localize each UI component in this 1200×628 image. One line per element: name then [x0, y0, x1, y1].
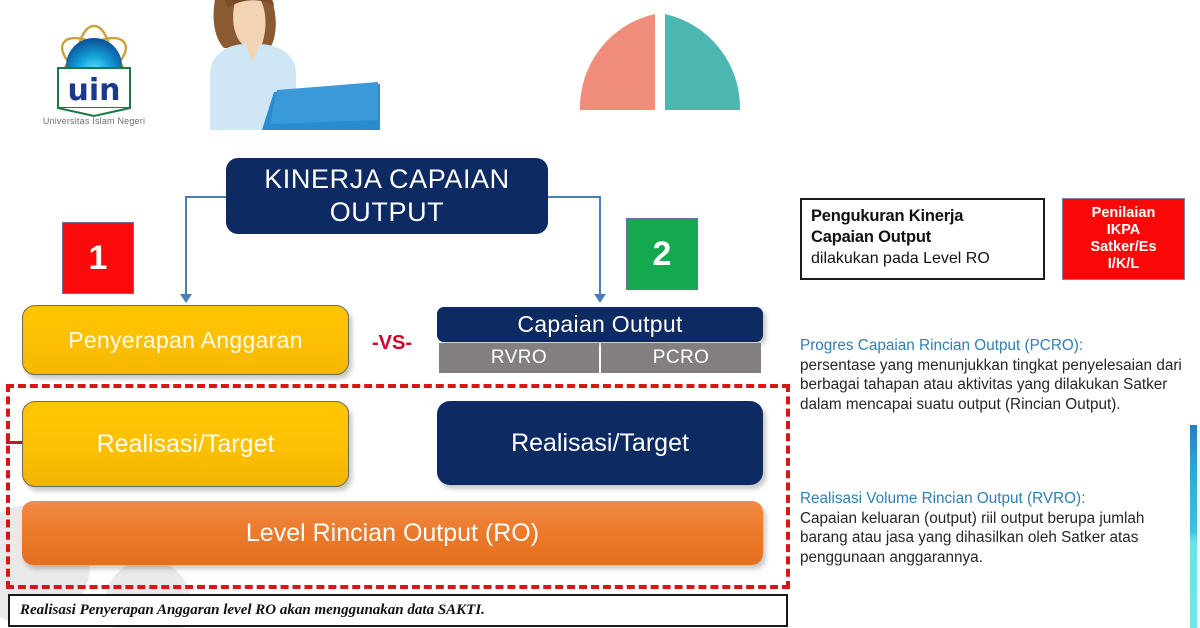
footer-caption-box: Realisasi Penyerapan Anggaran level RO a…: [8, 594, 788, 627]
main-title-box: KINERJA CAPAIAN OUTPUT: [226, 158, 548, 234]
connector-left-horizontal: [185, 196, 231, 198]
header-illustration-strip: uin Universitas Islam Negeri: [0, 0, 1200, 130]
note-pcro-body: persentase yang menunjukkan tingkat peny…: [800, 356, 1182, 413]
note-rvro-body: Capaian keluaran (output) riil output be…: [800, 509, 1145, 566]
level-rincian-output-bar: Level Rincian Output (RO): [22, 501, 763, 565]
note-rvro-heading: Realisasi Volume Rincian Output (RVRO):: [800, 490, 1086, 507]
realisasi-target-left-box: Realisasi/Target: [22, 401, 349, 487]
rvro-cell: RVRO: [439, 343, 599, 373]
pengukuran-kinerja-box: Pengukuran Kinerja Capaian Output dilaku…: [800, 198, 1045, 280]
person-with-laptop-illustration: [150, 0, 380, 130]
ikpa-line-2: IKPA: [1106, 222, 1141, 238]
svg-text:uin: uin: [68, 73, 121, 108]
connector-right-arrowhead: [594, 294, 606, 303]
ro-level-dashed-region: [6, 384, 790, 589]
note-rvro: Realisasi Volume Rincian Output (RVRO): …: [800, 489, 1185, 567]
main-title-line-2: OUTPUT: [329, 197, 445, 227]
capaian-output-box: Capaian Output: [437, 307, 763, 342]
uin-logo: uin Universitas Islam Negeri: [38, 20, 150, 128]
connector-left-arrowhead: [180, 294, 192, 303]
connector-left-vertical: [185, 196, 187, 296]
ikpa-line-1: Penilaian: [1091, 205, 1156, 221]
pengukuran-line-1: Pengukuran Kinerja: [811, 207, 964, 225]
right-edge-accent-bar: [1190, 425, 1197, 628]
pengukuran-line-2: Capaian Output: [811, 228, 932, 246]
pengukuran-line-3: dilakukan pada Level RO: [811, 250, 990, 267]
ikpa-line-4: I/K/L: [1107, 256, 1140, 272]
connector-right-horizontal: [543, 196, 601, 198]
penilaian-ikpa-box: Penilaian IKPA Satker/Es I/K/L: [1062, 198, 1185, 280]
realisasi-target-right-box: Realisasi/Target: [437, 401, 763, 485]
uin-logo-caption: Universitas Islam Negeri: [42, 116, 146, 126]
main-title-line-1: KINERJA CAPAIAN: [264, 164, 510, 194]
pie-chart-illustration: [560, 0, 760, 130]
ikpa-line-3: Satker/Es: [1090, 239, 1157, 255]
note-pcro-heading: Progres Capaian Rincian Output (PCRO):: [800, 337, 1084, 354]
vs-label: -VS-: [372, 332, 412, 354]
badge-number-1: 1: [62, 222, 134, 294]
note-pcro: Progres Capaian Rincian Output (PCRO): p…: [800, 336, 1185, 414]
connector-right-vertical: [599, 196, 601, 296]
pcro-cell: PCRO: [601, 343, 761, 373]
penyerapan-anggaran-box: Penyerapan Anggaran: [22, 305, 349, 375]
capaian-output-subrow: RVRO PCRO: [439, 343, 761, 373]
badge-number-2: 2: [626, 218, 698, 290]
